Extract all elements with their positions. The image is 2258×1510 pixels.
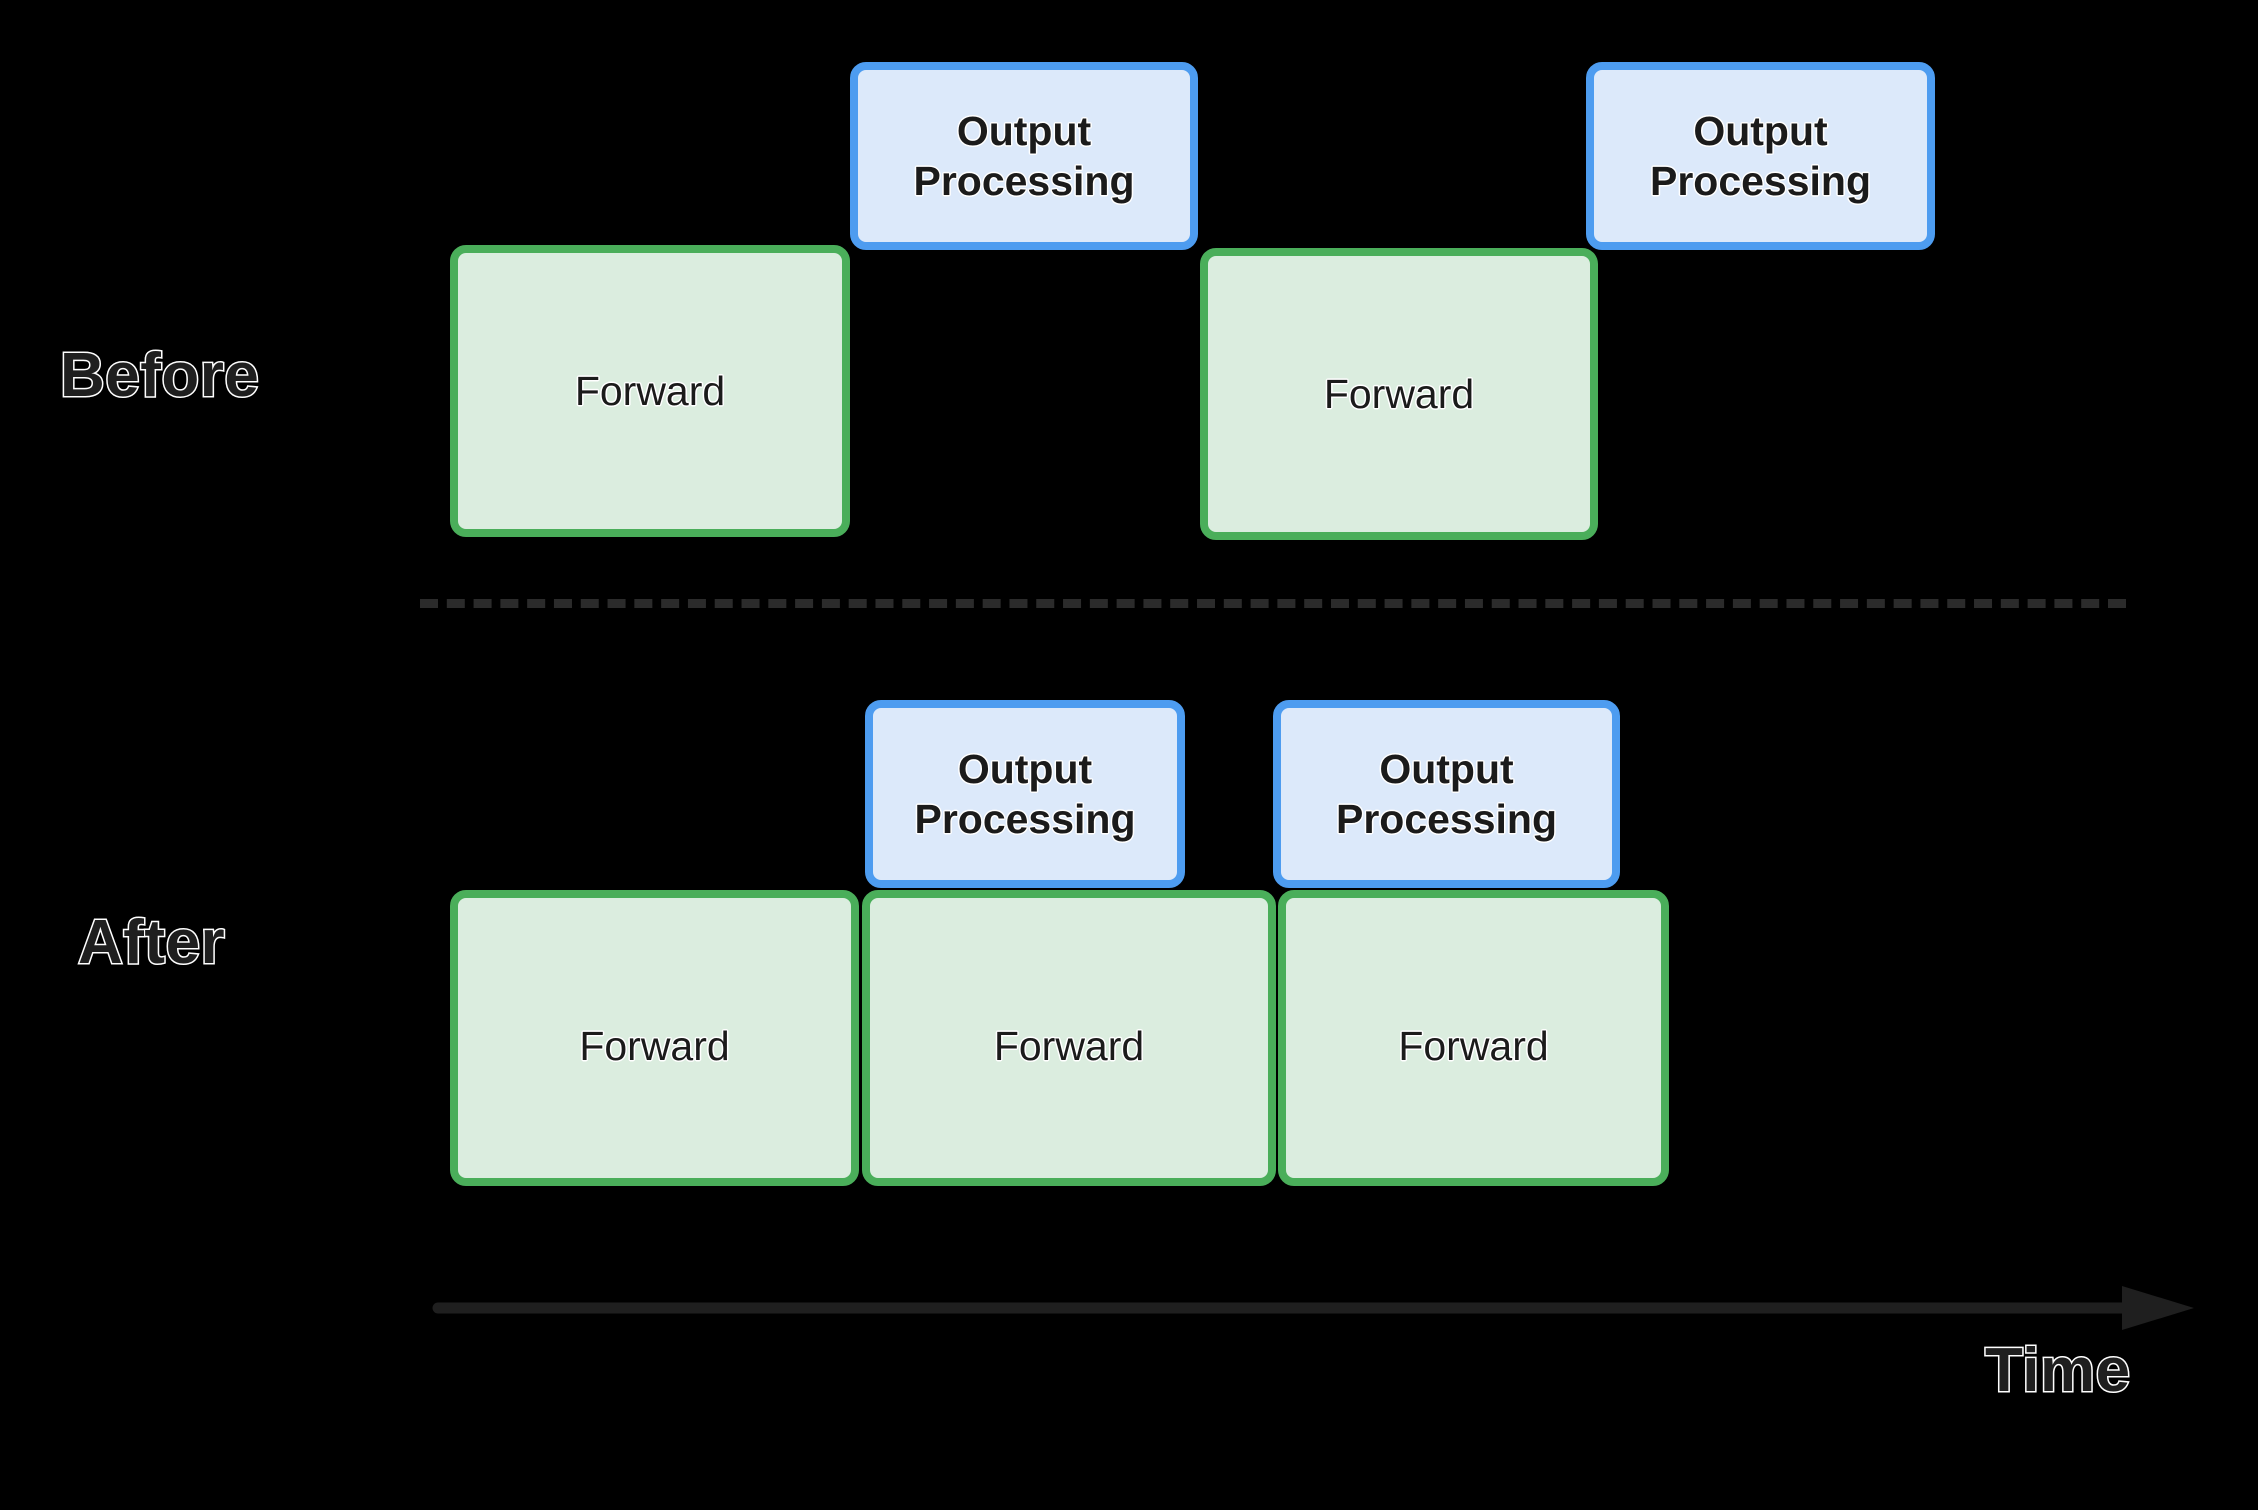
arrowhead-icon [2122,1286,2194,1330]
before-output-processing-block-2: Output Processing [1586,62,1935,250]
section-divider [420,599,2126,608]
row-label-before: Before [58,341,260,410]
after-output-processing-block-1: Output Processing [865,700,1185,888]
after-output-processing-block-2: Output Processing [1273,700,1620,888]
block-label: Forward [993,1022,1145,1069]
axis-label-time: Time [1984,1336,2132,1405]
before-forward-block-1: Forward [450,245,850,537]
time-axis-arrow [432,1286,2194,1330]
block-label: Forward [579,1022,730,1069]
block-label: Output Processing [914,745,1136,842]
block-label: Output Processing [1335,745,1558,842]
after-forward-block-1: Forward [450,890,859,1186]
block-label: Forward [1323,370,1475,417]
row-label-after: After [76,908,226,977]
before-output-processing-block-1: Output Processing [850,62,1198,250]
block-label: Forward [1398,1022,1549,1069]
before-forward-block-2: Forward [1200,248,1598,540]
block-label: Output Processing [1649,107,1872,204]
block-label: Forward [574,367,726,414]
after-forward-block-3: Forward [1278,890,1669,1186]
after-forward-block-2: Forward [862,890,1276,1186]
block-label: Output Processing [913,107,1135,204]
